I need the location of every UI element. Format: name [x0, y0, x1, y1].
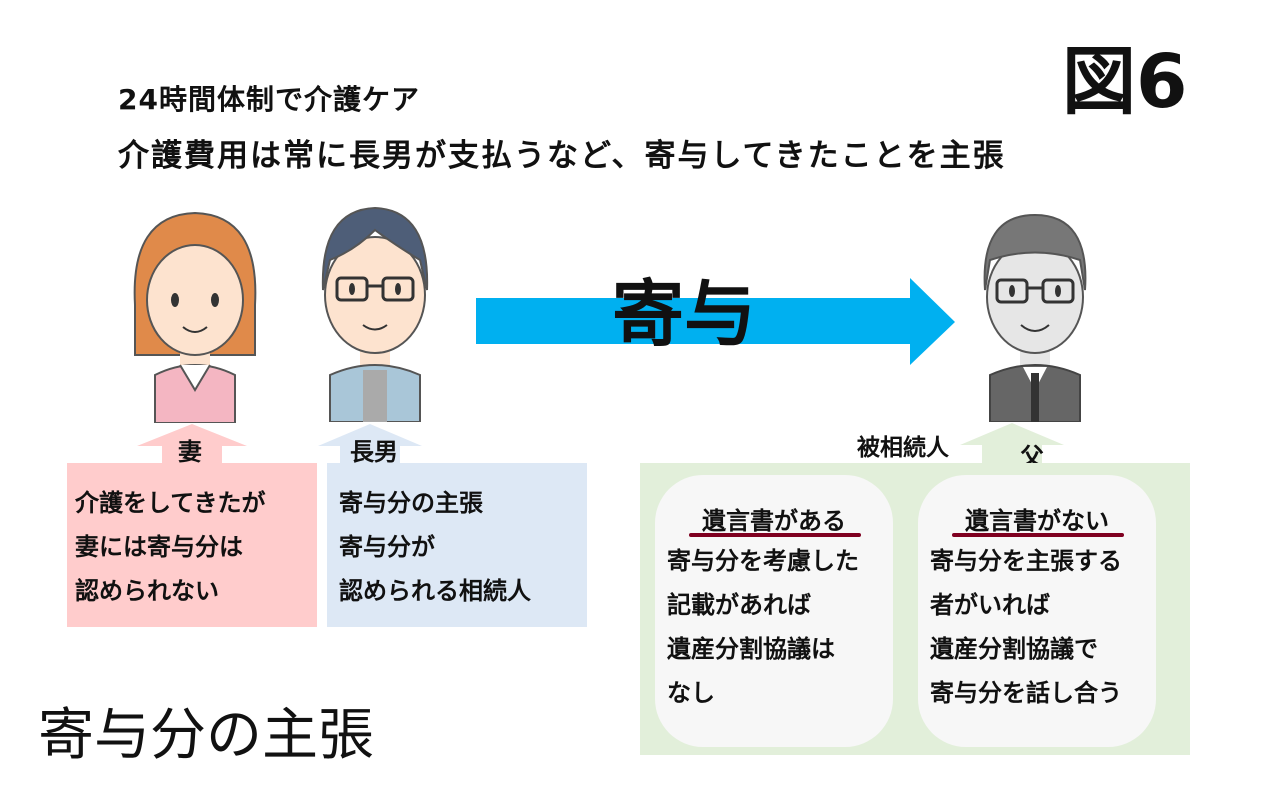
with-will-line: なし	[667, 679, 715, 707]
son-text-line: 認められる相続人	[339, 577, 531, 605]
decedent-label: 被相続人	[857, 435, 949, 461]
with-will-line: 遺産分割協議は	[667, 635, 835, 663]
son-label: 長男	[350, 438, 398, 466]
without-will-line: 者がいれば	[930, 591, 1050, 619]
without-will-line: 寄与分を主張する	[930, 547, 1122, 575]
figure-number: 図6	[1062, 39, 1188, 125]
son-arrow-head	[318, 424, 422, 464]
without-will-title: 遺言書がない	[965, 507, 1109, 535]
contribution-label: 寄与	[612, 272, 757, 356]
without-will-underline	[952, 533, 1124, 537]
wife-label: 妻	[178, 438, 202, 466]
with-will-line: 記載があれば	[667, 591, 811, 619]
subtitle-line-2: 介護費用は常に長男が支払うなど、寄与してきたことを主張	[118, 138, 1006, 174]
wife-text-line: 妻には寄与分は	[75, 533, 243, 561]
with-will-line: 寄与分を考慮した	[667, 547, 859, 575]
wife-text-line: 認められない	[75, 577, 219, 605]
son-text-line: 寄与分の主張	[339, 489, 483, 517]
father-illustration	[983, 213, 1087, 422]
son-text-line: 寄与分が	[339, 533, 435, 561]
wife-box: 介護をしてきたが 妻には寄与分は 認められない	[67, 463, 317, 627]
wife-text-line: 介護をしてきたが	[75, 489, 266, 517]
wife-arrow-head	[137, 424, 247, 464]
wife-illustration	[133, 211, 257, 423]
without-will-line: 寄与分を話し合う	[930, 679, 1122, 707]
father-arrow-head	[960, 423, 1064, 464]
subtitle-line-1: 24時間体制で介護ケア	[118, 83, 420, 116]
with-will-title: 遺言書がある	[702, 507, 846, 535]
son-box: 寄与分の主張 寄与分が 認められる相続人	[327, 463, 587, 627]
contribution-arrow	[476, 278, 955, 365]
with-will-panel: 遺言書がある 寄与分を考慮した 記載があれば 遺産分割協議は なし	[655, 475, 893, 747]
son-illustration	[321, 206, 429, 422]
without-will-line: 遺産分割協議で	[930, 635, 1098, 663]
without-will-panel: 遺言書がない 寄与分を主張する 者がいれば 遺産分割協議で 寄与分を話し合う	[918, 475, 1156, 747]
with-will-underline	[689, 533, 861, 537]
footer-title: 寄与分の主張	[38, 703, 374, 768]
